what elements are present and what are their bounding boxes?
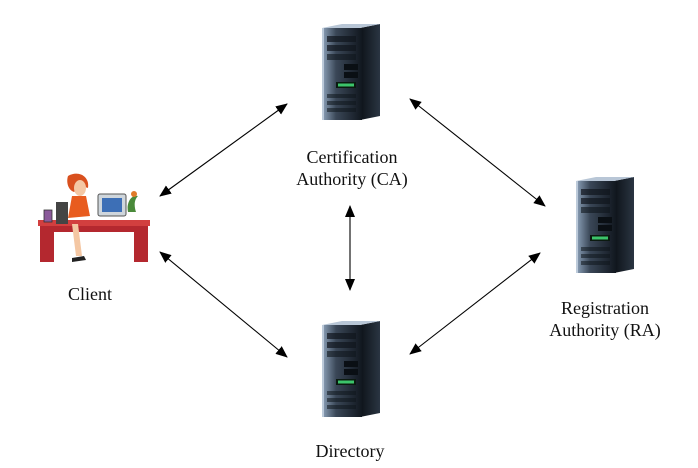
ra-label-line2: Authority (RA) [549,320,661,340]
ra-label: Registration Authority (RA) [535,297,675,341]
ca-label: Certification Authority (CA) [282,146,422,190]
client-label: Client [50,283,130,305]
ra-label-line1: Registration [561,298,649,318]
arrow-client-directory [159,251,288,358]
ca-server-icon [322,24,380,120]
ca-label-line2: Authority (CA) [296,169,408,189]
directory-label-text: Directory [315,441,385,461]
ra-server-icon [576,177,634,273]
directory-label: Directory [300,440,400,462]
arrow-client-ca [159,103,288,197]
person-at-computer-icon [38,173,150,262]
connection-arrows [159,98,546,358]
arrow-ra-directory [409,252,541,355]
ca-label-line1: Certification [306,147,398,167]
client-label-text: Client [68,284,112,304]
arrow-ca-ra [409,98,546,207]
directory-server-icon [322,321,380,417]
